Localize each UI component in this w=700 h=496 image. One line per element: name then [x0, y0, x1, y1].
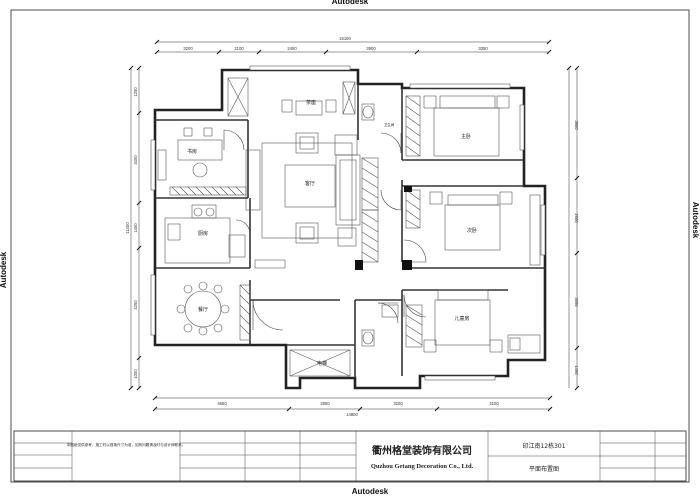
dim-top-seg-3: 2450 [287, 46, 297, 51]
dimension-ticks [128, 39, 580, 412]
room-label-dining: 餐厅 [198, 306, 208, 313]
dim-top-seg-5: 3350 [478, 46, 488, 51]
watermark-bottom: Autodesk [352, 487, 389, 496]
company-name-en: Quzhou Getang Decoration Co., Ltd. [371, 463, 474, 470]
dim-top-seg-2: 2100 [234, 46, 244, 51]
room-label-kids-room: 儿童房 [454, 315, 469, 322]
dim-bottom-total: 14800 [346, 412, 358, 417]
dim-bottom-seg-1: 4650 [217, 401, 227, 406]
room-label-tea: 茶座 [306, 99, 316, 106]
room-label-master-bedroom: 主卧 [461, 133, 471, 140]
company-name-cn: 衢州格堂装饰有限公司 [372, 444, 472, 457]
dim-left-seg-2: 3450 [133, 155, 138, 165]
door-swings [223, 129, 427, 331]
drawing-name: 平面布置图 [529, 465, 559, 473]
dim-bottom-seg-2: 2850 [320, 401, 330, 406]
dim-bottom-seg-4: 4100 [489, 401, 499, 406]
room-label-elevator: 电梯 [317, 360, 327, 367]
room-label-second-bedroom: 次卧 [467, 227, 477, 234]
title-block-note: 本图纸仅供参考，施工时以现场尺寸为准，如有问题请及时与设计师联系。 [67, 442, 186, 447]
dim-right-seg-3: 3550 [574, 297, 579, 307]
furniture [157, 77, 541, 377]
dim-left-seg-4: 4250 [133, 300, 138, 310]
room-label-study: 书房 [187, 148, 197, 155]
dim-right-seg-2: 2600 [574, 213, 579, 223]
dim-top-total: 15150 [339, 36, 351, 41]
interior-walls [155, 84, 545, 378]
windows [150, 65, 546, 381]
dim-top-seg-4: 3900 [366, 46, 376, 51]
dim-right-seg-1: 3800 [574, 120, 579, 130]
walls [153, 68, 547, 390]
dim-bottom-seg-3: 3200 [393, 401, 403, 406]
sheet-border [10, 9, 690, 483]
dim-left-seg-3: 1450 [133, 223, 138, 233]
dim-left-seg-1: 1250 [133, 87, 138, 97]
dimension-lines [130, 41, 578, 410]
room-label-toilet: 卫生间 [384, 122, 395, 127]
dim-top-seg-1: 3200 [183, 46, 193, 51]
project-name: 印江南12栋301 [522, 442, 565, 450]
room-label-living: 客厅 [305, 180, 315, 187]
pillars [355, 186, 412, 270]
room-label-kitchen: 厨房 [198, 230, 208, 237]
watermark-top: Autodesk [332, 0, 369, 6]
dim-left-seg-5: 1000 [133, 369, 138, 379]
dim-left-total: 11400 [125, 222, 130, 234]
dim-right-seg-4: 1450 [574, 365, 579, 375]
title-block: 本图纸仅供参考，施工时以现场尺寸为准，如有问题请及时与设计师联系。 衢州格堂装饰… [13, 430, 687, 482]
watermark-right: Autodesk [691, 202, 700, 239]
watermark-left: Autodesk [0, 251, 8, 288]
